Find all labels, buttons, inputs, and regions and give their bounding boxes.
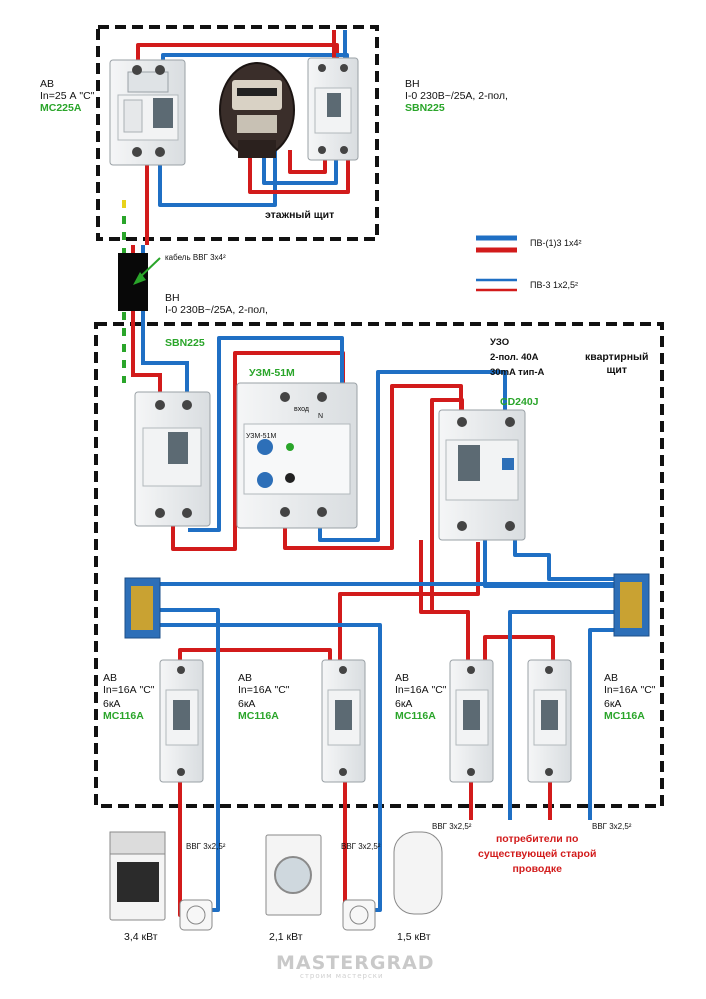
socket-icon-1 xyxy=(179,899,213,931)
rcd-label-1: УЗО xyxy=(490,337,510,348)
breaker-1-label-1: АВ xyxy=(103,672,118,684)
breaker-3-label-1: АВ xyxy=(395,672,410,684)
cable-arrowhead xyxy=(133,272,146,285)
relay-face-title: УЗМ-51М xyxy=(246,433,277,440)
breaker-2-label-1: АВ xyxy=(238,672,253,684)
breaker-2-label-2: In=16А "С" xyxy=(238,684,290,696)
breaker-1-label-3: 6кА xyxy=(103,698,121,710)
main-breaker-label-1: АВ xyxy=(40,78,55,90)
rcd-model: CD240J xyxy=(500,396,539,408)
legend-label-2: ПВ-3 1х2,5² xyxy=(530,280,578,290)
water-heater-icon xyxy=(393,831,443,915)
main-breaker-model: MC225A xyxy=(40,102,82,114)
breaker-4-label-1: АВ xyxy=(604,672,619,684)
load-power-heater: 1,5 кВт xyxy=(397,931,431,943)
breaker-2[interactable] xyxy=(321,659,366,783)
main-breaker-label-2: In=25 А "С" xyxy=(40,90,95,102)
breaker-2-label-3: 6кА xyxy=(238,698,256,710)
load-power-washer: 2,1 кВт xyxy=(269,931,303,943)
relay-face-n: N xyxy=(318,413,324,420)
cable-label: кабель ВВГ 3х4² xyxy=(165,253,226,262)
breaker-3-label-2: In=16А "С" xyxy=(395,684,447,696)
legend-lines xyxy=(476,235,517,292)
breaker-3-label-3: 6кА xyxy=(395,698,413,710)
cable-label-3: ВВГ 3х2,5² xyxy=(432,822,472,831)
apt-switch-label-2: I-0 230В~/25А, 2-пол, xyxy=(165,304,268,316)
breaker-2-model: MC116A xyxy=(238,710,279,722)
electric-meter xyxy=(219,62,295,158)
breaker-1-model: MC116A xyxy=(103,710,144,722)
legend-label-1: ПВ-(1)3 1х4² xyxy=(530,238,582,248)
apt-switch-label-1: ВН xyxy=(165,292,180,304)
breaker-1-label-2: In=16А "С" xyxy=(103,684,155,696)
floor-disconnect-switch[interactable] xyxy=(307,57,359,161)
breaker-4[interactable] xyxy=(527,659,572,783)
socket-icon-2 xyxy=(342,899,376,931)
stove-icon xyxy=(109,831,166,921)
floor-switch-label-2: I-0 230В~/25А, 2-пол, xyxy=(405,90,508,102)
relay-model: УЗМ-51М xyxy=(249,367,295,379)
cable-label-2: ВВГ 3х2,5² xyxy=(341,842,381,851)
relay-face-in: вход xyxy=(294,406,309,413)
breaker-1[interactable] xyxy=(159,659,204,783)
floor-panel-frame xyxy=(96,25,379,241)
cable-label-1: ВВГ 3х2,5² xyxy=(186,842,226,851)
load-power-stove: 3,4 кВт xyxy=(124,931,158,943)
main-breaker[interactable] xyxy=(109,59,186,166)
breaker-3[interactable] xyxy=(449,659,494,783)
watermark-sub: строим мастерски xyxy=(300,972,384,980)
voltage-relay[interactable] xyxy=(236,382,358,529)
rcd-device[interactable] xyxy=(438,409,526,541)
neutral-bus-left xyxy=(124,577,161,639)
rcd-label-3: 30mA тип-А xyxy=(490,367,545,378)
watermark: MASTERGRAD xyxy=(276,952,435,974)
cable-box xyxy=(118,253,148,311)
washer-icon xyxy=(265,834,322,916)
neutral-bus-right xyxy=(613,573,650,637)
breaker-3-model: MC116A xyxy=(395,710,436,722)
cable-label-4: ВВГ 3х2,5² xyxy=(592,822,632,831)
floor-switch-model: SBN225 xyxy=(405,102,445,114)
breaker-4-model: MC116A xyxy=(604,710,645,722)
rcd-label-2: 2-пол. 40А xyxy=(490,352,539,363)
apartment-disconnect-switch[interactable] xyxy=(134,391,211,527)
apartment-panel-label: квартирный щит xyxy=(585,351,649,376)
breaker-4-label-3: 6кА xyxy=(604,698,622,710)
existing-consumers-note: потребители по существующей старой прово… xyxy=(478,833,597,875)
floor-panel-label: этажный щит xyxy=(265,209,335,221)
apt-switch-model: SBN225 xyxy=(165,337,205,349)
breaker-4-label-2: In=16А "С" xyxy=(604,684,656,696)
floor-switch-label-1: ВН xyxy=(405,78,420,90)
